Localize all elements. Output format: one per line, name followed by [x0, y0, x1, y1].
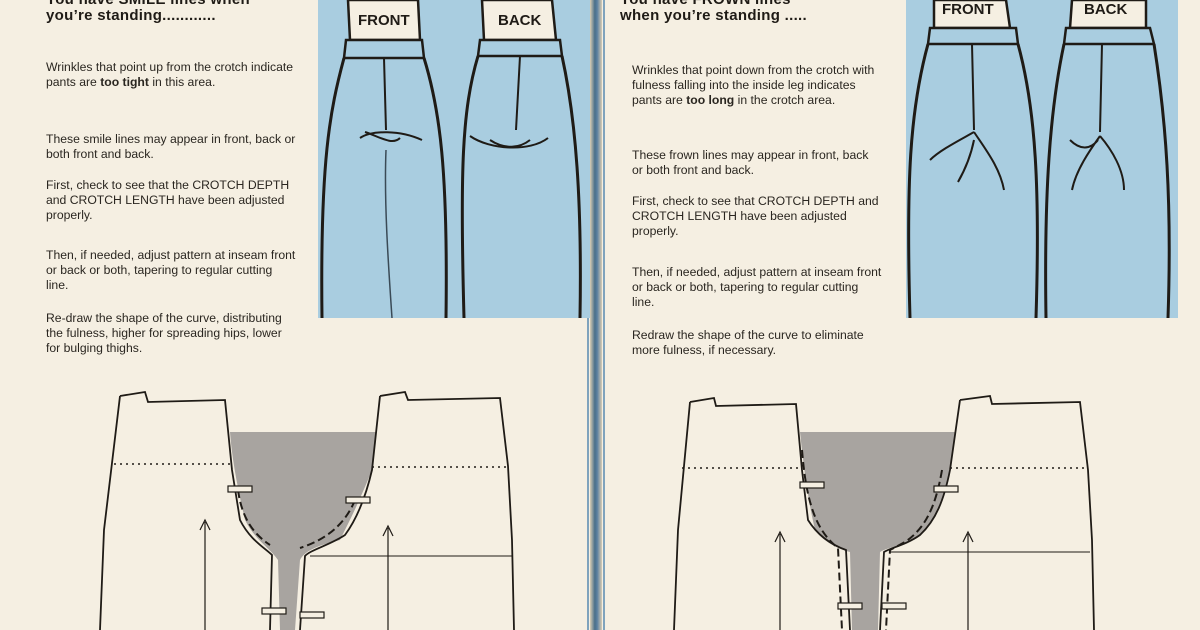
left-paragraph-1: Wrinkles that point up from the crotch i…	[46, 60, 294, 89]
right-front-pattern-piece	[673, 396, 851, 630]
left-paragraph-3: First, check to see that the CROTCH DEPT…	[46, 178, 290, 222]
left-notch-marker-3	[261, 607, 287, 615]
left-pants-illustration: FRONT BACK	[318, 0, 590, 319]
left-notch-marker-4	[299, 611, 325, 619]
right-back-label: BACK	[1084, 1, 1127, 18]
right-page-edge	[603, 0, 605, 630]
right-altered-seam-lines	[801, 449, 943, 630]
right-front-frown-lines	[929, 43, 1005, 191]
book-gutter	[590, 0, 602, 630]
left-front-pattern-piece	[99, 390, 273, 630]
left-paragraph-2: These smile lines may appear in front, b…	[46, 132, 296, 161]
right-paragraph-5: Redraw the shape of the curve to elimina…	[632, 328, 864, 357]
left-front-inseam	[384, 149, 393, 319]
right-paragraph-1: Wrinkles that point down from the crotch…	[632, 63, 875, 107]
left-back-smile-lines	[469, 55, 549, 149]
left-back-label: BACK	[498, 12, 541, 29]
left-back-grainline-arrow	[382, 524, 394, 537]
right-notch-marker-3	[837, 602, 863, 610]
right-front-label: FRONT	[942, 1, 994, 18]
left-pattern-diagram	[99, 390, 515, 630]
right-pants-illustration: FRONT BACK	[906, 0, 1178, 319]
left-paragraph-4: Then, if needed, adjust pattern at insea…	[46, 248, 296, 292]
left-front-label: FRONT	[358, 12, 410, 29]
left-heading: You have SMILE lines when you’re standin…	[46, 0, 250, 24]
right-front-grainline-arrow	[774, 530, 786, 543]
left-altered-seam-lines	[237, 489, 356, 549]
right-paragraph-3: First, check to see that CROTCH DEPTH an…	[632, 194, 879, 238]
right-paragraph-2: These frown lines may appear in front, b…	[632, 148, 869, 177]
left-front-grainline-arrow	[199, 518, 211, 531]
right-denim-backdrop	[906, 0, 1178, 318]
right-back-outline	[1044, 43, 1171, 319]
right-front-outline	[907, 43, 1039, 319]
left-paragraph-5: Re-draw the shape of the curve, distribu…	[46, 311, 282, 355]
left-notch-marker-2	[345, 496, 371, 504]
left-notch-marker-1	[227, 485, 253, 493]
right-notch-marker-2	[933, 485, 959, 493]
right-back-frown-lines	[1069, 43, 1125, 191]
right-notch-marker-4	[881, 602, 907, 610]
right-heading: You have FROWN lines when you’re standin…	[620, 0, 807, 24]
right-back-grainline-arrow	[962, 530, 974, 543]
left-crotch-adjustment-shading	[230, 432, 376, 630]
right-paragraph-4: Then, if needed, adjust pattern at insea…	[632, 265, 882, 309]
left-front-outline	[320, 57, 448, 319]
left-front-smile-lines	[359, 57, 423, 142]
right-notch-marker-1	[799, 481, 825, 489]
left-back-pattern-piece	[299, 390, 515, 630]
left-back-outline	[460, 55, 582, 319]
right-crotch-adjustment-shading	[800, 432, 955, 630]
